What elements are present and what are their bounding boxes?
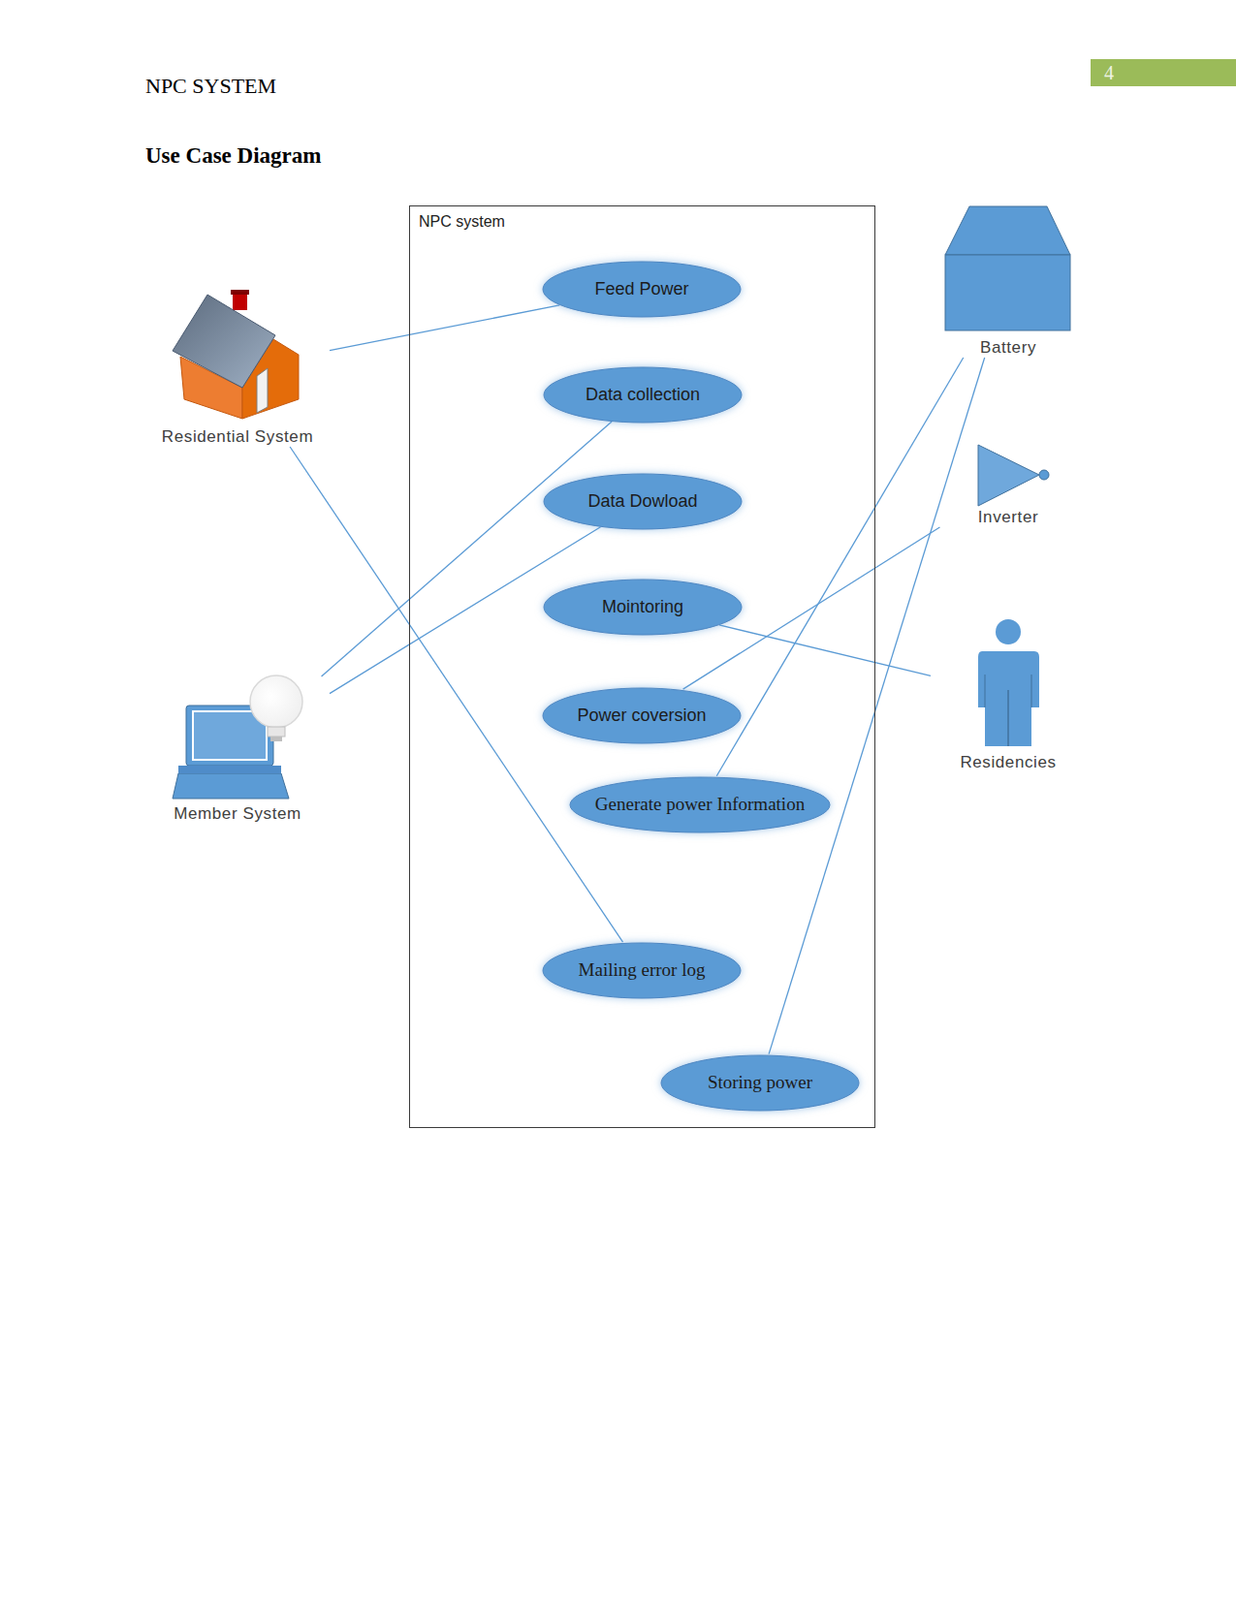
use-case-label: Generate power Information: [595, 793, 805, 816]
actor: Residencies: [930, 616, 1086, 773]
battery-icon: [945, 206, 1071, 331]
use-case-label: Mailing error log: [578, 959, 706, 982]
association-line: [768, 357, 985, 1055]
inverter-icon: [978, 444, 1049, 507]
use-case-ellipse: Feed Power: [541, 260, 742, 318]
page-number: 4: [1104, 59, 1114, 87]
actor-label: Inverter: [978, 507, 1039, 528]
system-boundary: NPC systemFeed PowerData collectionData …: [409, 205, 876, 1129]
use-case-ellipse: Storing power: [660, 1054, 860, 1112]
association-line: [321, 421, 612, 677]
actor: Residential System: [145, 290, 330, 447]
use-case-ellipse: Generate power Information: [569, 776, 831, 834]
use-case-ellipse: Data Dowload: [542, 473, 743, 531]
use-case-ellipse: Power coversion: [541, 687, 742, 745]
use-case-ellipse: Data collection: [542, 366, 743, 424]
actor-label: Residencies: [959, 753, 1056, 773]
association-line: [716, 357, 963, 777]
laptop-icon: [172, 675, 303, 799]
association-line: [329, 305, 560, 351]
diagram-title: Use Case Diagram: [145, 143, 321, 169]
house-icon: [172, 289, 299, 419]
actor-label: Residential System: [161, 427, 314, 447]
use-case-label: Power coversion: [576, 705, 706, 727]
actor: Battery: [930, 205, 1086, 358]
use-case-label: Data collection: [585, 384, 700, 406]
person-icon: [978, 619, 1040, 747]
use-case-ellipse: Mointoring: [542, 578, 743, 636]
use-case-label: Feed Power: [594, 279, 689, 300]
use-case-label: Mointoring: [602, 597, 684, 618]
boundary-label: NPC system: [418, 213, 506, 231]
association-line: [719, 625, 931, 676]
actor: Inverter: [930, 441, 1086, 528]
actor-label: Battery: [980, 338, 1037, 358]
actor-label: Member System: [173, 804, 302, 824]
use-case-label: Data Dowload: [587, 491, 698, 512]
use-case-ellipse: Mailing error log: [541, 942, 742, 1000]
actor: Member System: [145, 676, 330, 824]
running-header: NPC SYSTEM: [145, 73, 277, 99]
use-case-label: Storing power: [707, 1072, 813, 1094]
